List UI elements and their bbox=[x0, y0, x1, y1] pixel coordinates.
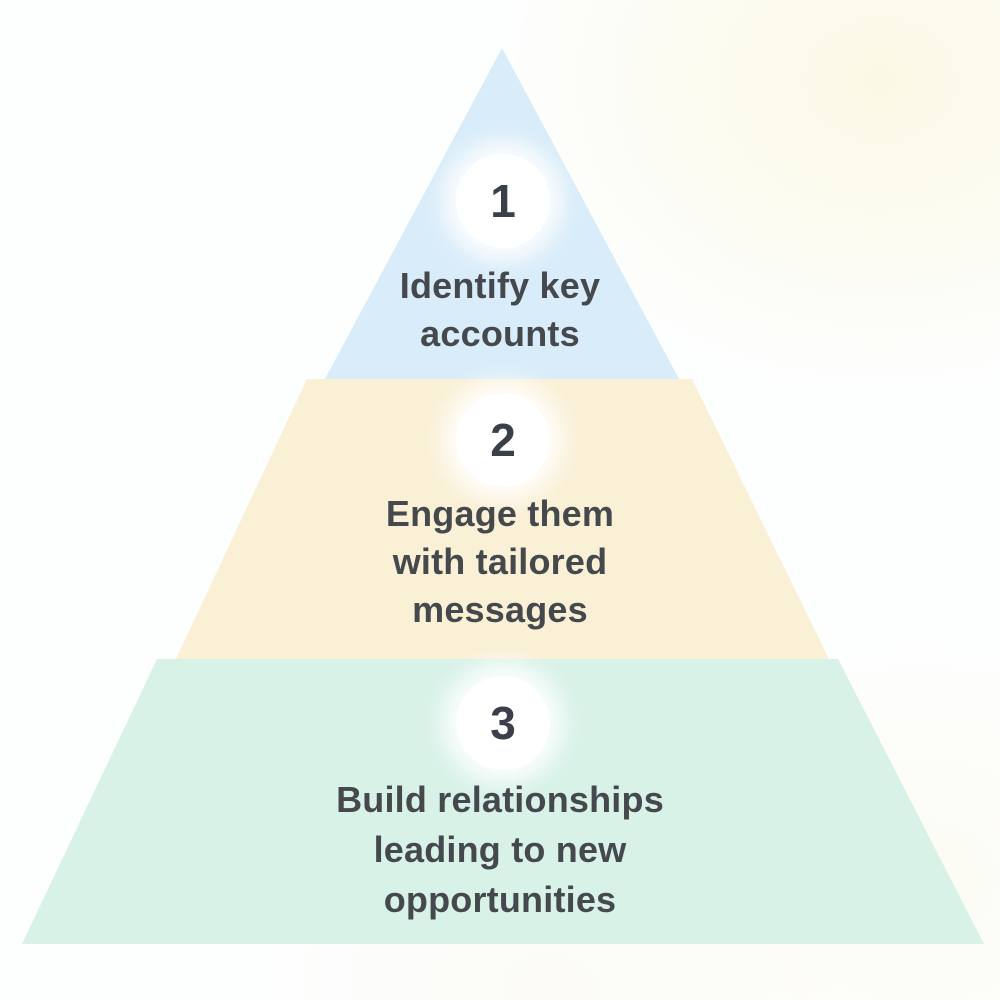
step-3-number-circle: 3 bbox=[456, 676, 550, 770]
step-1-label-line-1: Identify key bbox=[399, 265, 601, 306]
step-2-label-line-2: with tailored bbox=[392, 541, 608, 582]
step-3-label-line-2: leading to new bbox=[373, 829, 627, 870]
step-1-label: Identify key accounts bbox=[0, 262, 1000, 358]
step-1-label-line-2: accounts bbox=[420, 313, 580, 354]
step-1-number: 1 bbox=[490, 175, 516, 227]
step-2-label-line-3: messages bbox=[412, 589, 588, 630]
step-2-label-line-1: Engage them bbox=[385, 493, 615, 534]
step-2-number: 2 bbox=[490, 414, 516, 466]
step-3-number: 3 bbox=[490, 697, 516, 749]
step-2-number-circle: 2 bbox=[456, 393, 550, 487]
step-3-label: Build relationships leading to new oppor… bbox=[0, 775, 1000, 925]
step-3-label-line-3: opportunities bbox=[383, 879, 617, 920]
step-2-label: Engage them with tailored messages bbox=[0, 490, 1000, 634]
step-3-label-line-1: Build relationships bbox=[336, 779, 664, 820]
step-1-number-circle: 1 bbox=[456, 154, 550, 248]
